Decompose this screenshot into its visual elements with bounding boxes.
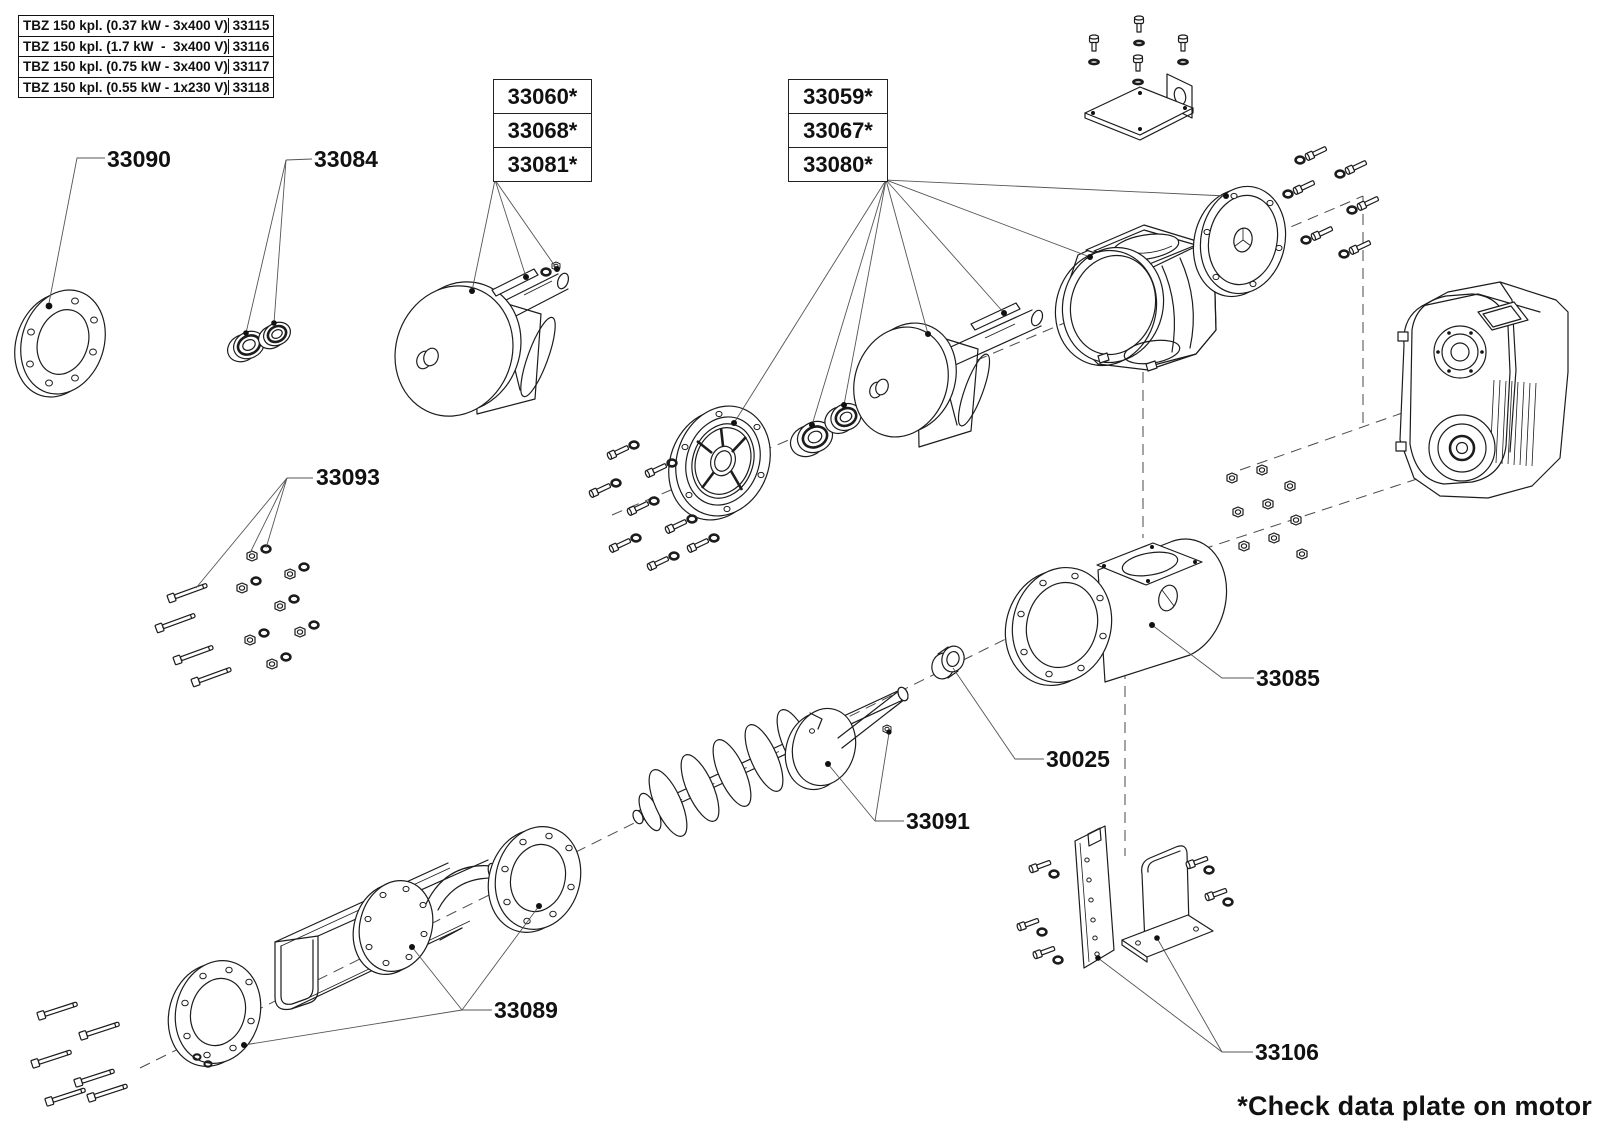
part-number: 33080* [789,147,887,181]
bearing-pair [789,402,862,458]
part-label-33091: 33091 [906,808,970,834]
part-label-33090: 33090 [107,146,171,172]
table-row: TBZ 150 kpl. (0.37 kW - 3x400 V) 33115 [19,16,273,36]
footnote: *Check data plate on motor [1237,1091,1592,1121]
end-cover [1192,185,1287,298]
table-row: TBZ 150 kpl. (0.75 kW - 3x400 V) 33117 [19,56,273,77]
part-label-33089: 33089 [494,997,558,1023]
cover-fasteners [1282,144,1381,259]
bushing-30025 [931,645,965,680]
trough-33089 [167,826,582,1068]
part-number: 33067* [789,113,887,147]
callout-box-rotor-right: 33059* 33067* 33080* [788,79,888,182]
bolt-set-bottom-left [30,999,129,1107]
gear-motor [1395,281,1569,499]
variant-code: 33115 [228,18,273,34]
table-row: TBZ 150 kpl. (1.7 kW - 3x400 V) 33116 [19,35,273,57]
leader-dots [241,193,1229,1048]
fastener-set-33093 [154,544,320,688]
variant-code: 33118 [228,79,273,95]
variant-description: TBZ 150 kpl. (0.37 kW - 3x400 V) [23,18,228,34]
part-number: 33068* [494,113,591,147]
callout-box-rotor-left: 33060* 33068* 33081* [493,79,592,182]
part-number: 33059* [803,83,873,109]
variant-description: TBZ 150 kpl. (0.75 kW - 3x400 V) [23,59,228,75]
centerlines [139,195,1426,1069]
variant-description: TBZ 150 kpl. (0.55 kW - 1x230 V) [23,79,228,95]
nut-set [1226,464,1308,560]
table-row: TBZ 150 kpl. (0.55 kW - 1x230 V) 33118 [19,76,273,98]
part-number: 33060* [507,83,578,109]
flange-33090 [14,289,106,398]
leader-lines [48,157,1254,1053]
auger-33091 [632,686,909,837]
bearing-flange [587,405,771,572]
part-label-33093: 33093 [316,464,380,490]
part-number: 33081* [494,147,591,181]
part-label-30025: 30025 [1046,746,1110,772]
support-brackets-33106 [1015,825,1234,969]
shaft-seals-33084 [227,321,291,363]
variant-description: TBZ 150 kpl. (1.7 kW - 3x400 V) [23,38,228,54]
valve-housing [1054,224,1217,372]
part-label-33085: 33085 [1256,665,1320,691]
part-label-33106: 33106 [1255,1039,1319,1065]
rotor-assembly-left [394,261,570,417]
inlet-housing-33085 [1004,538,1228,687]
variant-table: TBZ 150 kpl. (0.37 kW - 3x400 V) 33115 T… [18,15,274,98]
rotor-assembly-right [853,302,1044,448]
part-label-33084: 33084 [314,146,378,172]
variant-code: 33116 [228,38,273,54]
variant-code: 33117 [228,59,273,75]
mounting-bracket [1084,15,1194,141]
